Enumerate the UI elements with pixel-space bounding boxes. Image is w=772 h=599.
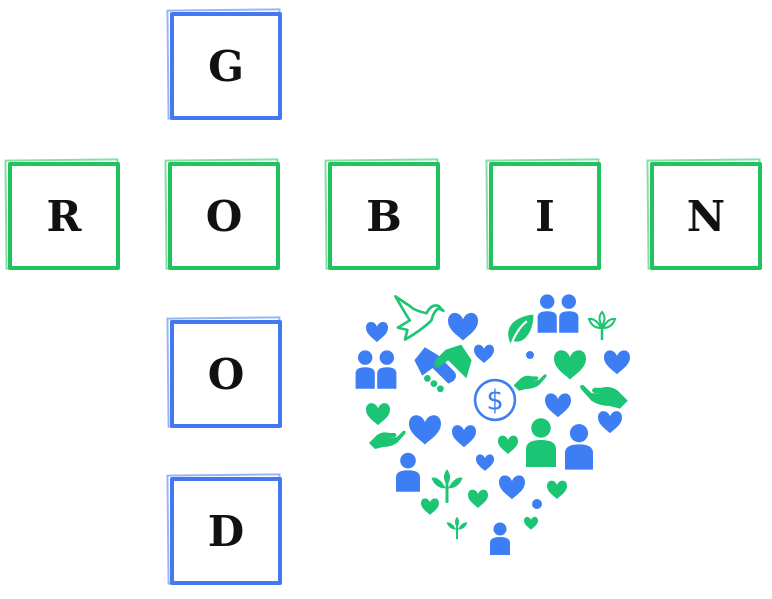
dot-icon <box>532 499 542 509</box>
heart-icon <box>547 480 567 499</box>
svg-text:$: $ <box>486 385 503 416</box>
heart-icon <box>545 393 571 418</box>
heart-icon <box>498 435 518 454</box>
letter-tile-n: N <box>650 162 762 270</box>
heart-icon <box>604 350 630 375</box>
heart-icon <box>554 350 586 380</box>
letter-tile-g: G <box>170 12 282 120</box>
helping-hand-icon <box>513 374 547 391</box>
helping-hand-icon <box>369 430 406 449</box>
letter-n: N <box>686 191 726 241</box>
person-icon <box>526 418 556 467</box>
heart-icon <box>499 475 525 500</box>
dot-icon <box>526 351 534 359</box>
leaf-icon <box>508 314 534 348</box>
letter-tile-d: D <box>170 477 282 585</box>
heart-icon <box>452 425 476 448</box>
letter-tile-o2: O <box>170 320 282 428</box>
letter-o: O <box>207 349 245 399</box>
people-icon <box>355 350 397 389</box>
letter-o: O <box>205 191 243 241</box>
heart-icon <box>448 312 478 341</box>
heart-icon <box>421 498 439 515</box>
letter-d: D <box>207 506 245 556</box>
dove-icon <box>394 295 445 341</box>
heart-icon <box>524 516 538 530</box>
heart-icon <box>476 454 494 471</box>
sprout-icon <box>446 516 468 540</box>
dollar-coin-icon: $ <box>473 378 517 422</box>
heart-icon <box>468 489 488 508</box>
helping-hand-icon <box>580 384 628 409</box>
heart-icon <box>366 321 388 343</box>
sprout-icon <box>587 310 617 340</box>
handshake-icon <box>414 344 472 393</box>
heart-icon <box>366 403 390 426</box>
letter-tile-o: O <box>168 162 280 270</box>
heart-icon <box>409 415 441 445</box>
person-icon <box>565 424 593 470</box>
person-icon <box>490 522 510 555</box>
letter-b: B <box>366 191 402 241</box>
letter-g: G <box>208 41 244 91</box>
letter-tile-r: R <box>8 162 120 270</box>
heart-icon <box>598 411 622 434</box>
person-icon <box>396 452 420 492</box>
people-icon <box>537 294 579 333</box>
heart-icon <box>474 344 494 363</box>
letter-i: I <box>535 191 555 241</box>
letter-tile-b: B <box>328 162 440 270</box>
sprout-icon <box>431 469 463 503</box>
letter-tile-i: I <box>489 162 601 270</box>
letter-r: R <box>46 191 82 241</box>
